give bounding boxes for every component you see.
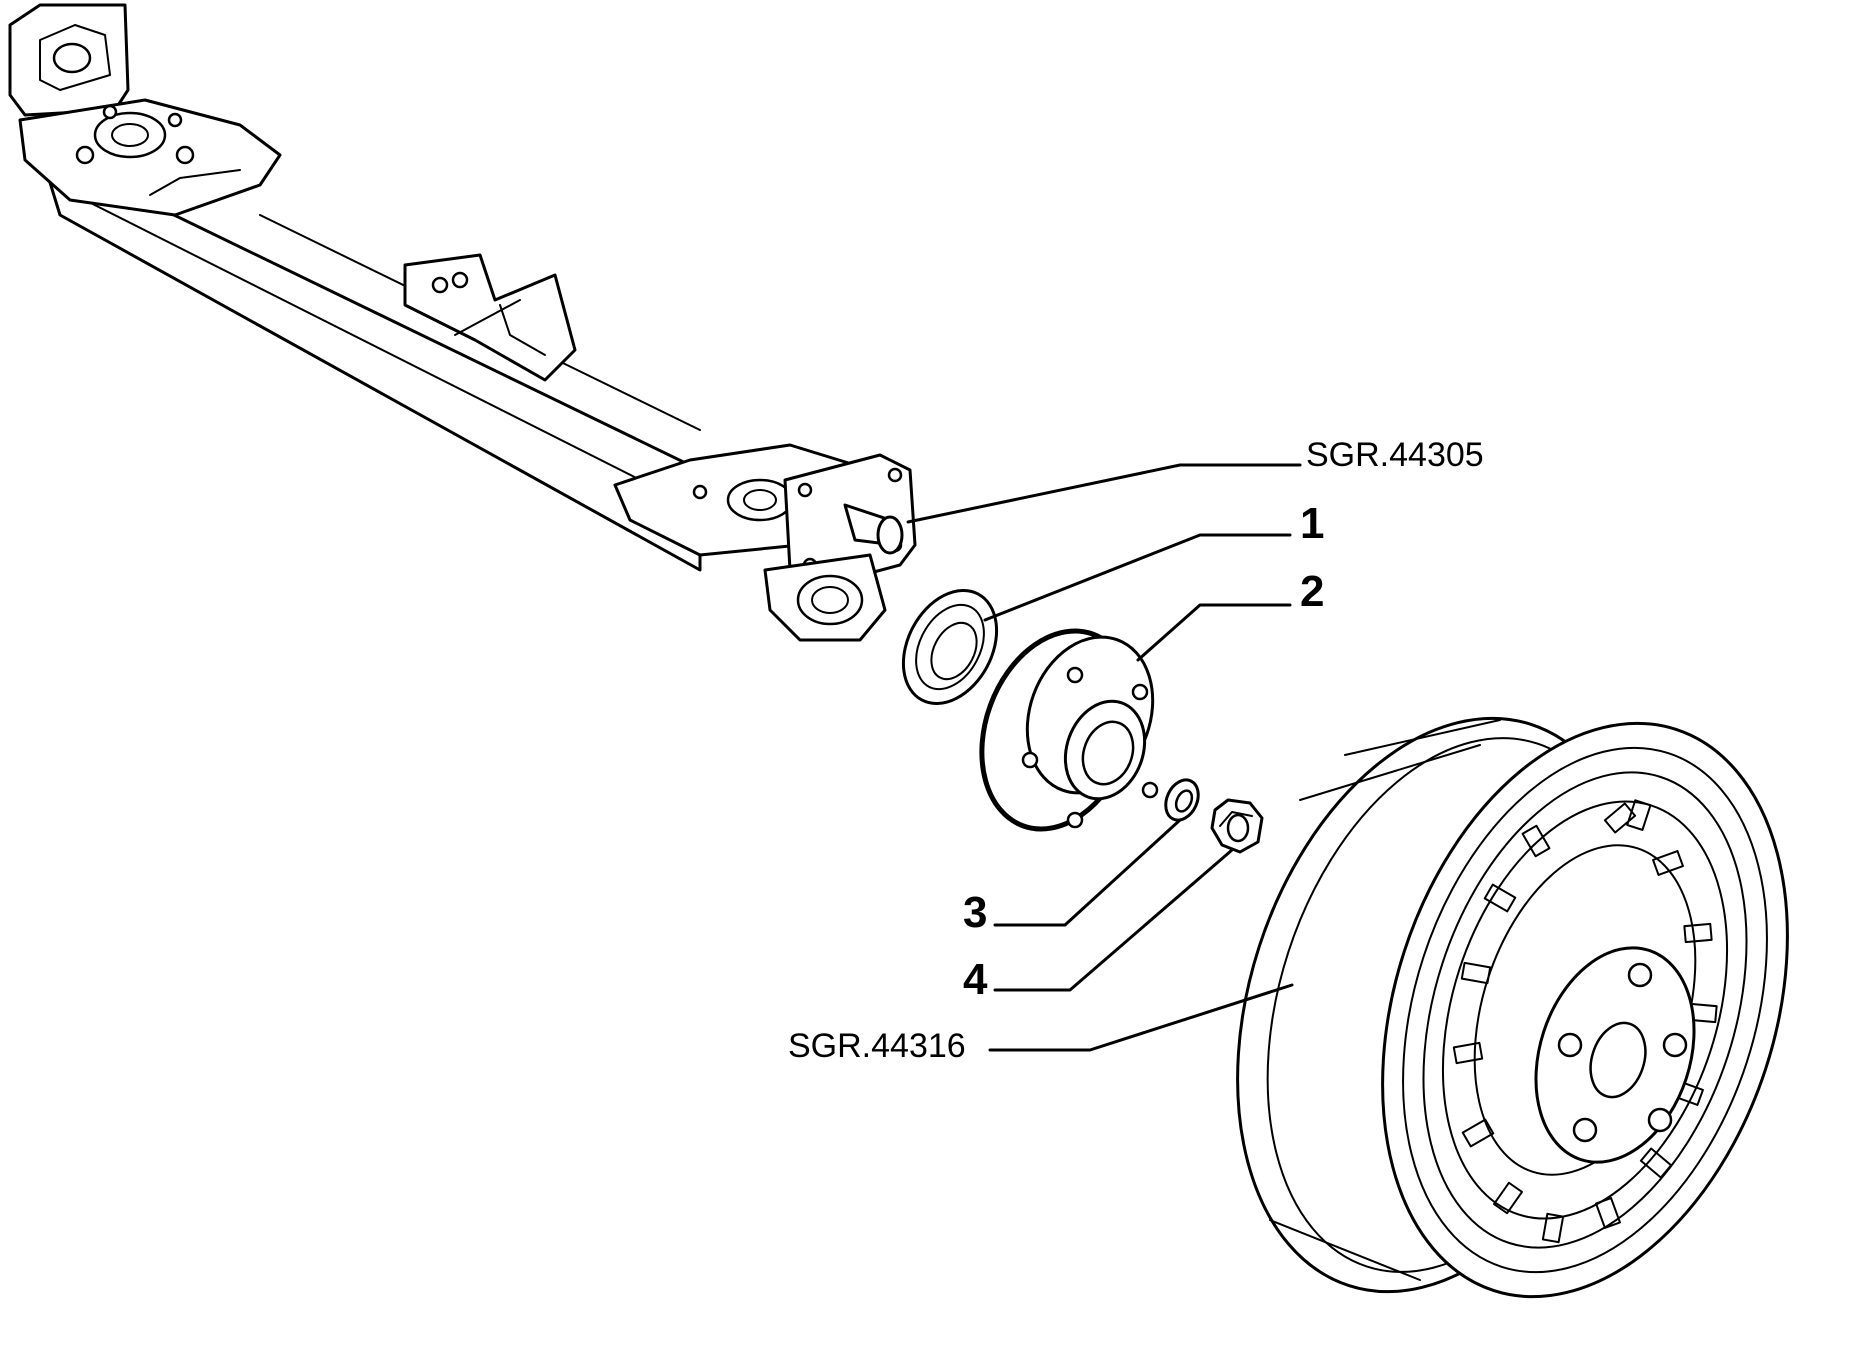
leader-item-2	[1136, 603, 1292, 662]
leader-item-1	[983, 533, 1292, 622]
callout-item-2: 2	[1300, 567, 1324, 616]
oil-seal	[901, 588, 999, 706]
leader-item-3	[993, 818, 1182, 927]
leader-axle	[906, 463, 1302, 524]
wheel-bolt-holes	[1557, 962, 1688, 1143]
leader-lines	[906, 463, 1302, 1052]
callout-item-4: 4	[963, 955, 988, 1004]
rim-vent-slots	[1452, 799, 1718, 1244]
wheel-hub	[979, 628, 1159, 832]
rear-axle-beam	[8, 3, 917, 642]
steel-wheel-rim	[1236, 716, 1789, 1299]
callout-axle-ref: SGR.44305	[1306, 436, 1484, 474]
callout-item-1: 1	[1300, 499, 1324, 548]
callout-wheel-ref: SGR.44316	[788, 1027, 966, 1065]
leader-item-4	[993, 848, 1234, 992]
hub-nut	[1210, 798, 1264, 854]
washer	[1164, 778, 1200, 822]
callout-item-3: 3	[963, 888, 987, 937]
leader-wheel	[988, 983, 1294, 1052]
callout-labels: SGR.44305 1 2 3 4 SGR.44316	[788, 436, 1484, 1065]
